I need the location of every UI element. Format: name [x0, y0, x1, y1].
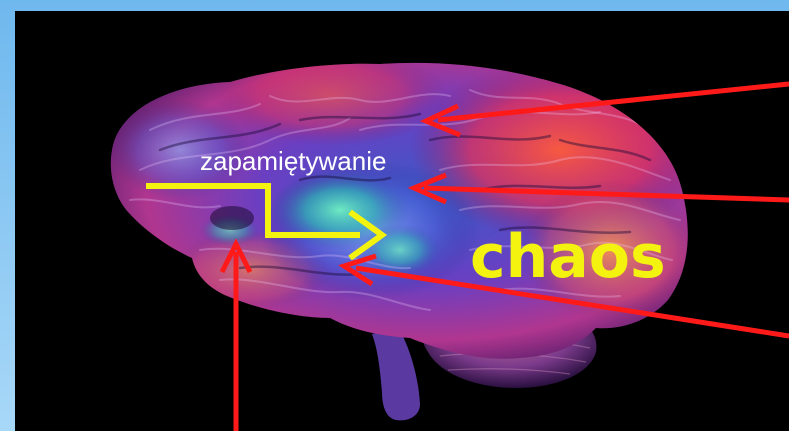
arrow-yellow-elbow-icon — [146, 186, 382, 258]
arrow-red-middle-icon — [414, 175, 789, 202]
arrow-red-bottom-icon — [222, 244, 250, 431]
chaos-label: chaos — [470, 222, 666, 292]
arrow-red-top-icon — [426, 84, 789, 135]
memorizing-label: zapamiętywanie — [200, 146, 386, 176]
